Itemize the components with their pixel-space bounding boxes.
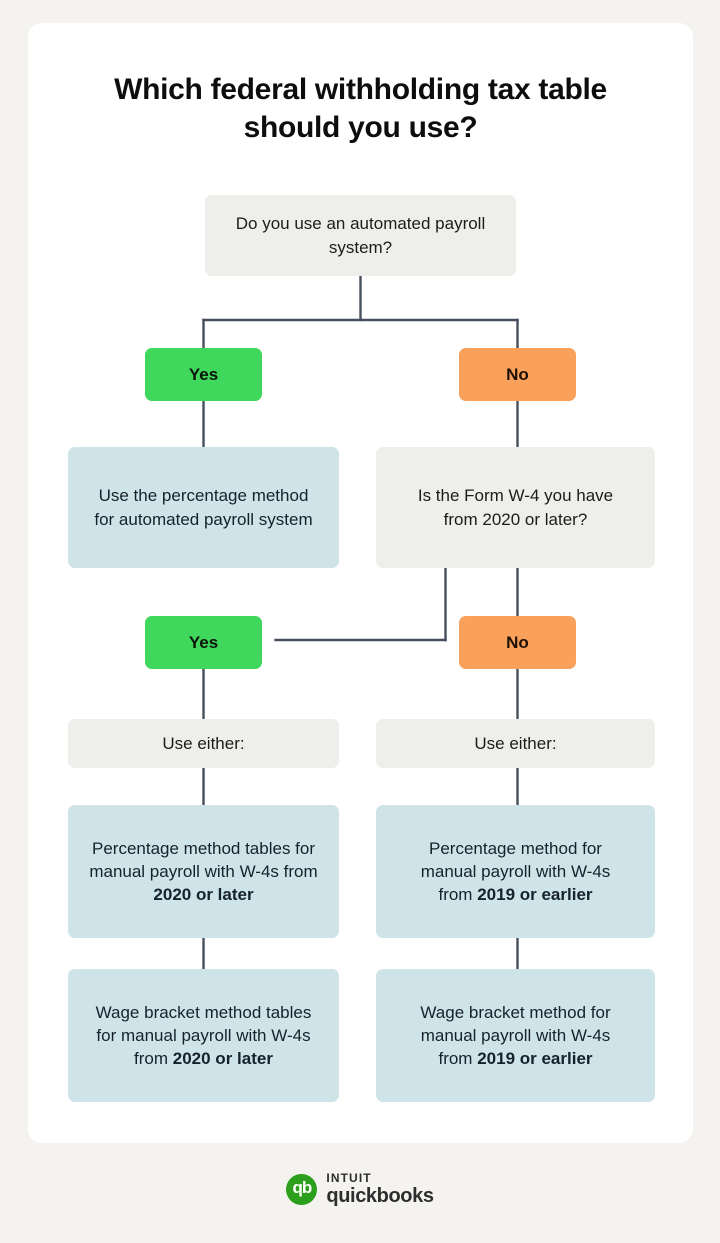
connector-lines xyxy=(202,274,519,971)
right-option-1-text: Percentage method for manual payroll wit… xyxy=(420,838,611,905)
page-title: Which federal withholding tax table shou… xyxy=(114,73,607,145)
node-branch2-yes[interactable]: Yes xyxy=(145,616,262,669)
node-left-option-2: Wage bracket method tables for manual pa… xyxy=(68,969,339,1102)
node-branch2-no[interactable]: No xyxy=(459,616,576,669)
right-option-2-emphasis: 2019 or earlier xyxy=(477,1049,593,1069)
brand-intuit-text: INTUIT xyxy=(326,1171,372,1185)
node-right-option-2: Wage bracket method for manual payroll w… xyxy=(376,969,655,1102)
quickbooks-qb-icon: qb xyxy=(286,1173,318,1205)
node-right-option-1: Percentage method for manual payroll wit… xyxy=(376,805,655,938)
node-left-use-either: Use either: xyxy=(68,719,339,768)
node-branch1-no[interactable]: No xyxy=(459,348,576,401)
node-root-question: Do you use an automated payroll system? xyxy=(205,195,516,276)
left-option-1-emphasis: 2020 or later xyxy=(153,885,254,905)
node-left-option-1: Percentage method tables for manual payr… xyxy=(68,805,339,938)
node-branch1-yes[interactable]: Yes xyxy=(145,348,262,401)
right-option-2-text: Wage bracket method for manual payroll w… xyxy=(420,1002,611,1069)
left-option-2-text: Wage bracket method tables for manual pa… xyxy=(95,1002,312,1069)
left-option-1-text: Percentage method tables for manual payr… xyxy=(89,838,318,881)
infographic-card: Which federal withholding tax table shou… xyxy=(28,23,693,1143)
node-yes-outcome: Use the percentage method for automated … xyxy=(68,447,339,568)
brand-wordmark: INTUIT quickbooks xyxy=(326,1171,434,1207)
node-w4-question: Is the Form W-4 you have from 2020 or la… xyxy=(376,447,655,568)
flowchart: Do you use an automated payroll system? … xyxy=(28,23,693,1143)
quickbooks-logo: qb INTUIT quickbooks xyxy=(0,1172,720,1206)
node-right-use-either: Use either: xyxy=(376,719,655,768)
left-option-2-emphasis: 2020 or later xyxy=(172,1049,273,1069)
brand-quickbooks-text: quickbooks xyxy=(326,1185,434,1207)
right-option-1-emphasis: 2019 or earlier xyxy=(477,885,593,905)
